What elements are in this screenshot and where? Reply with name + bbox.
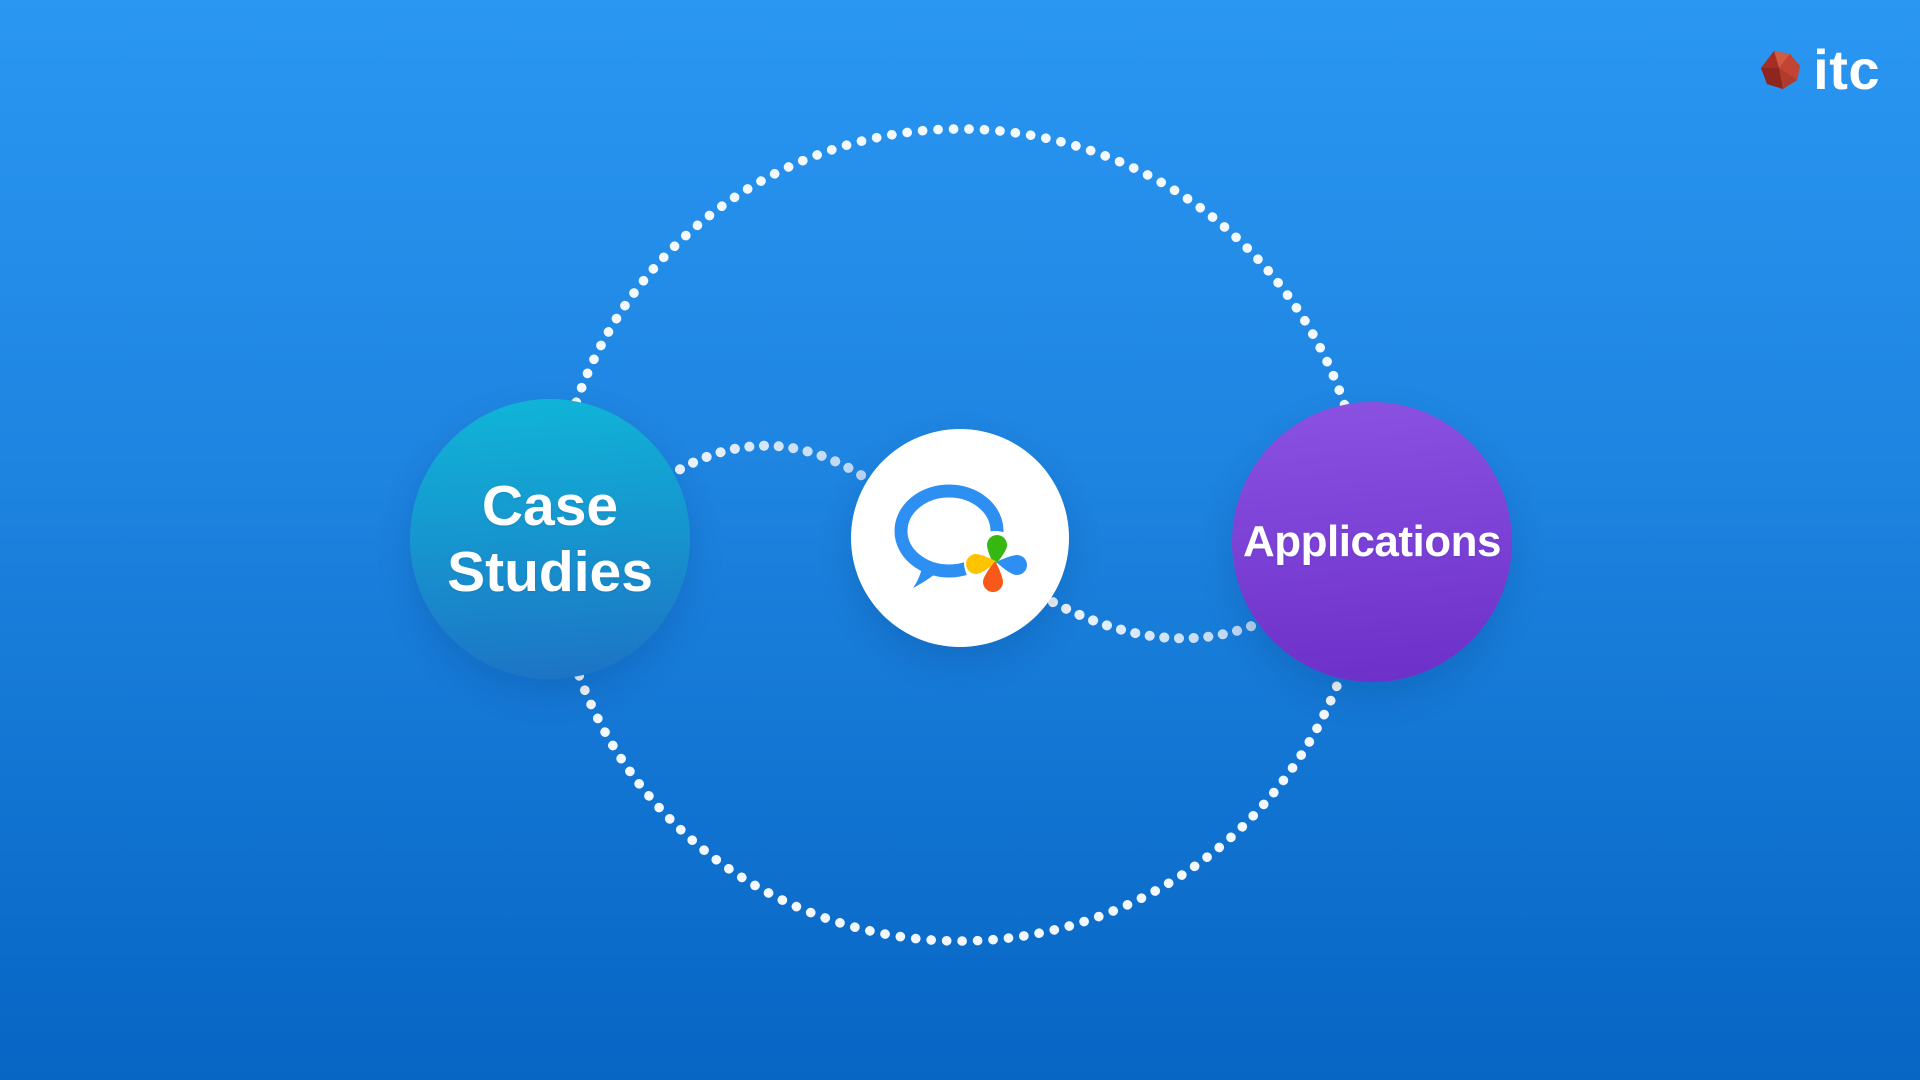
gem-icon	[1761, 51, 1801, 89]
connector-case-to-center	[650, 440, 885, 493]
applications-label: Applications	[1242, 517, 1502, 566]
wecom-pin-yellow	[966, 554, 997, 574]
brand-name: itc	[1813, 38, 1880, 101]
wecom-pin-orange	[983, 561, 1003, 592]
wecom-pin-blue	[996, 555, 1027, 575]
brand-logo: itc	[1759, 42, 1880, 98]
wecom-pin-green	[987, 535, 1007, 566]
node-applications: Applications	[1232, 402, 1512, 682]
node-case-studies: Case Studies	[410, 399, 690, 679]
node-wechat-work	[851, 429, 1069, 647]
connector-center-to-applications	[1035, 590, 1275, 644]
wechat-work-logo-icon	[894, 484, 1027, 593]
case-studies-label: Case Studies	[447, 473, 653, 604]
